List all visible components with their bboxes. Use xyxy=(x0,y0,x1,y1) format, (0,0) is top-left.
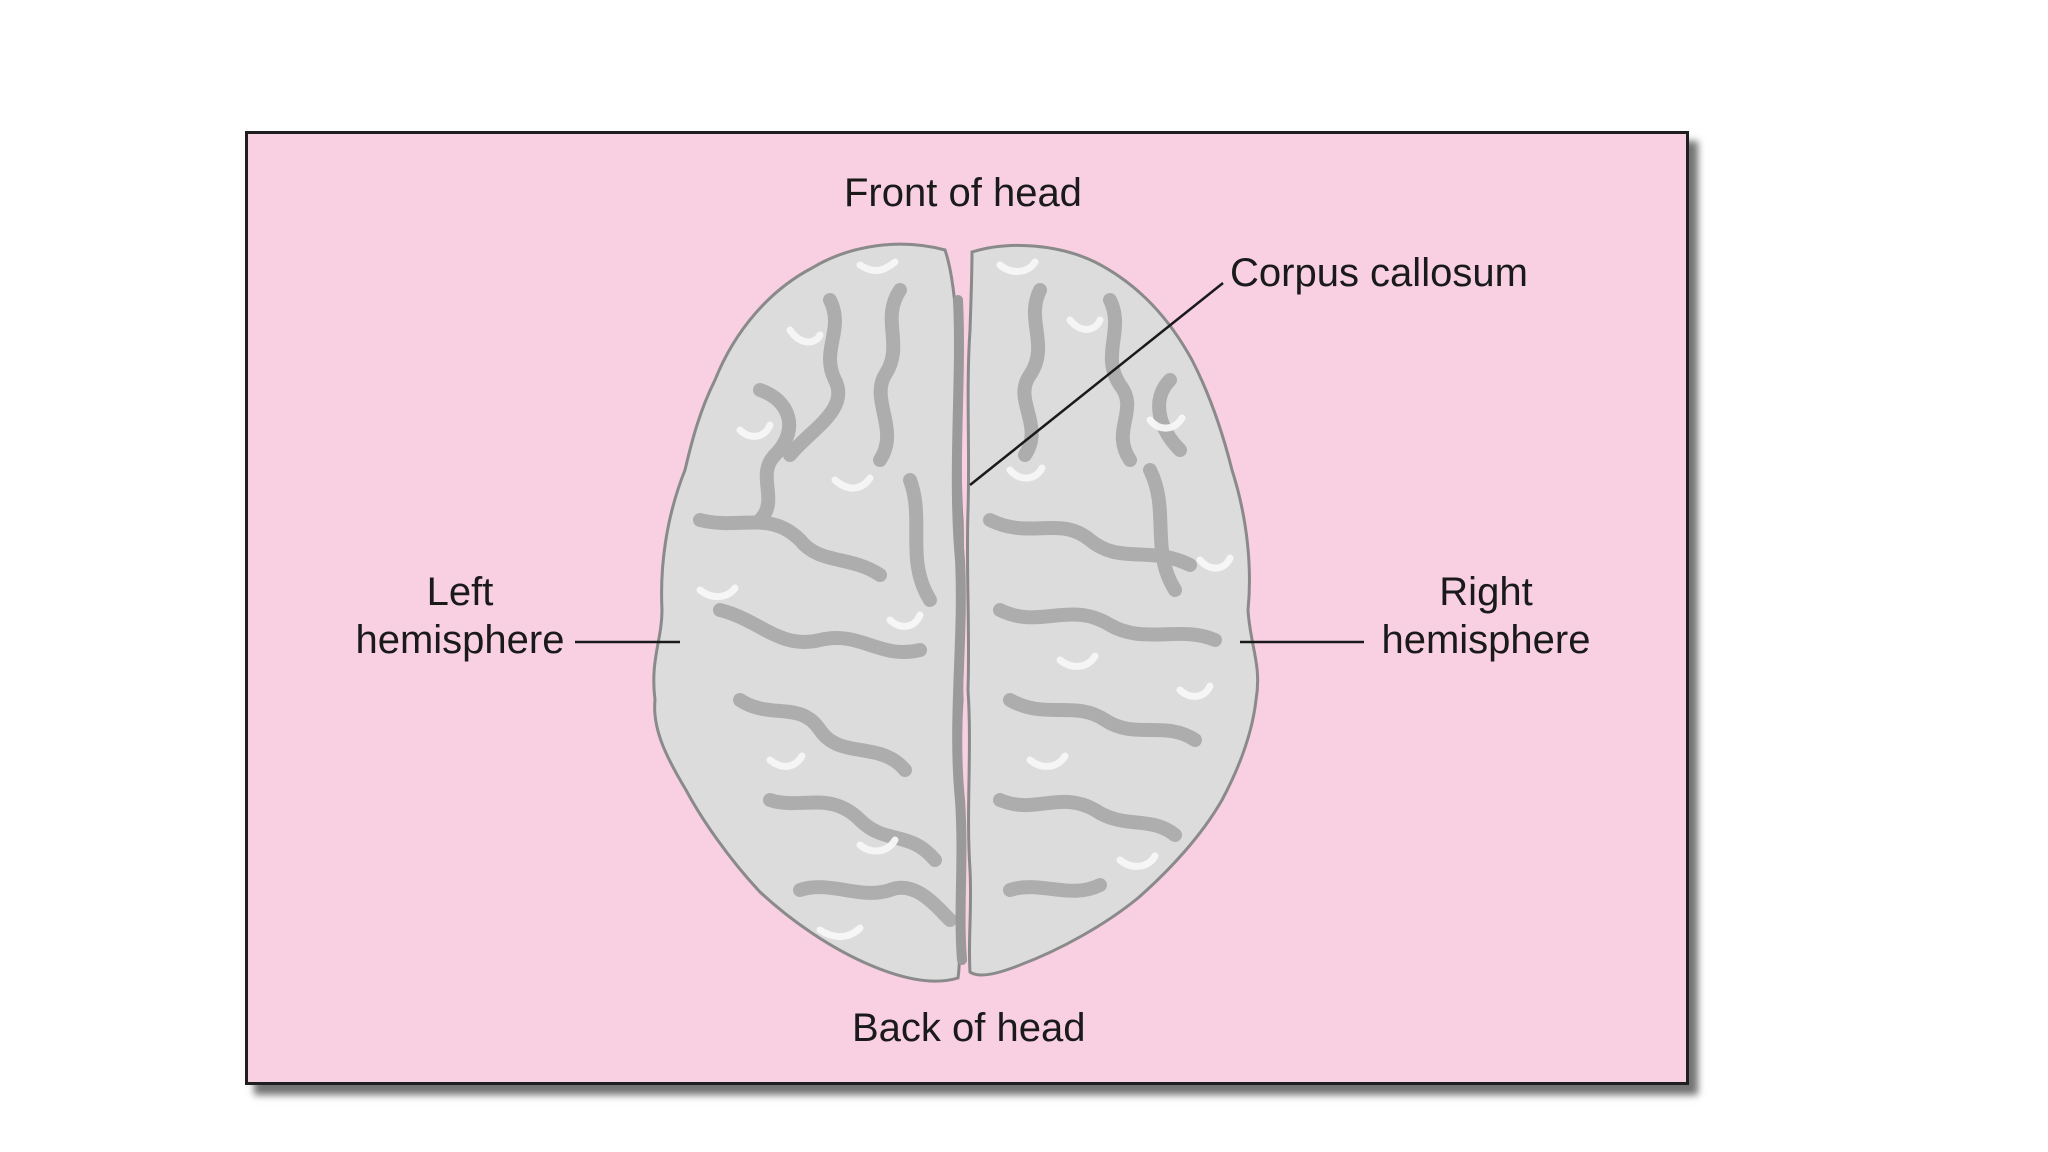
right-hemisphere-label-line1: Right xyxy=(1439,570,1533,614)
front-of-head-label: Front of head xyxy=(844,171,1082,215)
corpus-callosum-label: Corpus callosum xyxy=(1230,251,1528,295)
back-of-head-label: Back of head xyxy=(852,1006,1086,1050)
left-hemisphere-shape xyxy=(652,242,965,983)
left-hemisphere-label-line1: Left xyxy=(426,570,494,614)
left-hemisphere-label: Left hemisphere xyxy=(350,568,570,664)
longitudinal-fissure xyxy=(951,295,967,965)
corpus-callosum-leader-line xyxy=(969,282,1224,486)
right-hemisphere-shape xyxy=(965,243,1260,977)
right-hemisphere-label: Right hemisphere xyxy=(1376,568,1596,664)
left-hemisphere-label-line2: hemisphere xyxy=(355,618,565,662)
right-hemisphere-label-line2: hemisphere xyxy=(1381,618,1591,662)
